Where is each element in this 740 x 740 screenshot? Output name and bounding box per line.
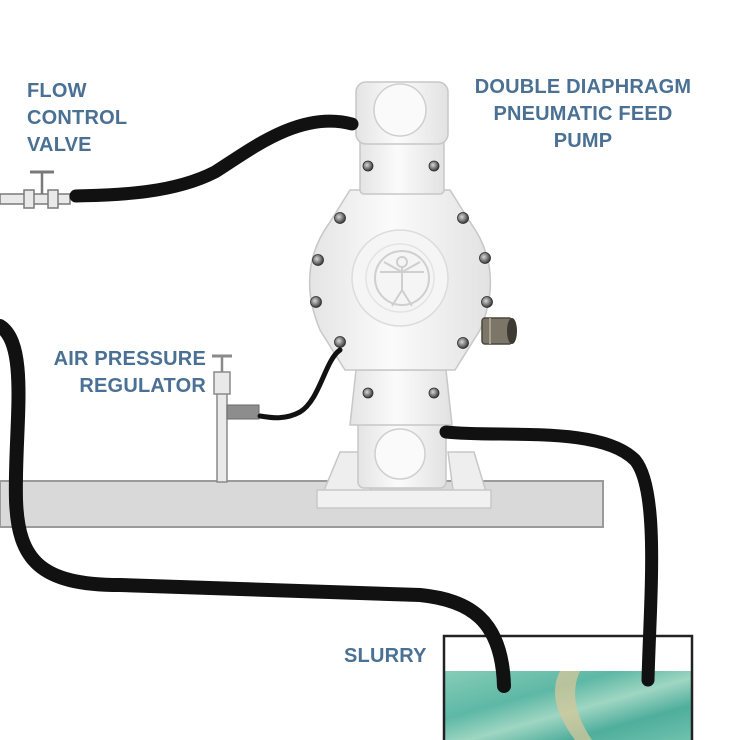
label-line: PUMP — [553, 130, 613, 152]
discharge-hose — [69, 114, 359, 203]
double-diaphragm-pump — [308, 81, 492, 509]
label-line: SLURRY — [344, 645, 427, 667]
base-platform — [0, 480, 604, 528]
label-line: CONTROL — [27, 107, 128, 129]
air-pressure-regulator-label: AIR PRESSURE REGULATOR — [30, 346, 206, 400]
air-supply-hose — [257, 347, 343, 421]
air-inlet-fitting — [481, 317, 517, 345]
vitruvian-man-logo-icon — [374, 250, 430, 307]
suction-hose — [439, 425, 659, 687]
pump-bolt-icon — [310, 160, 493, 399]
flow-control-valve-icon — [0, 170, 71, 209]
label-line: DOUBLE DIAPHRAGM — [474, 76, 692, 98]
label-line: AIR PRESSURE — [53, 348, 206, 370]
return-hose — [0, 319, 511, 693]
label-line: VALVE — [27, 134, 92, 156]
air-pressure-regulator-icon — [212, 354, 260, 483]
label-line: REGULATOR — [79, 375, 206, 397]
pump-label: DOUBLE DIAPHRAGM PNEUMATIC FEED PUMP — [456, 74, 710, 155]
hoses — [0, 114, 659, 693]
label-line: FLOW — [27, 80, 87, 102]
label-line: PNEUMATIC FEED — [493, 103, 673, 125]
flow-control-valve-label: FLOW CONTROL VALVE — [27, 78, 127, 159]
slurry-label: SLURRY — [344, 643, 427, 670]
